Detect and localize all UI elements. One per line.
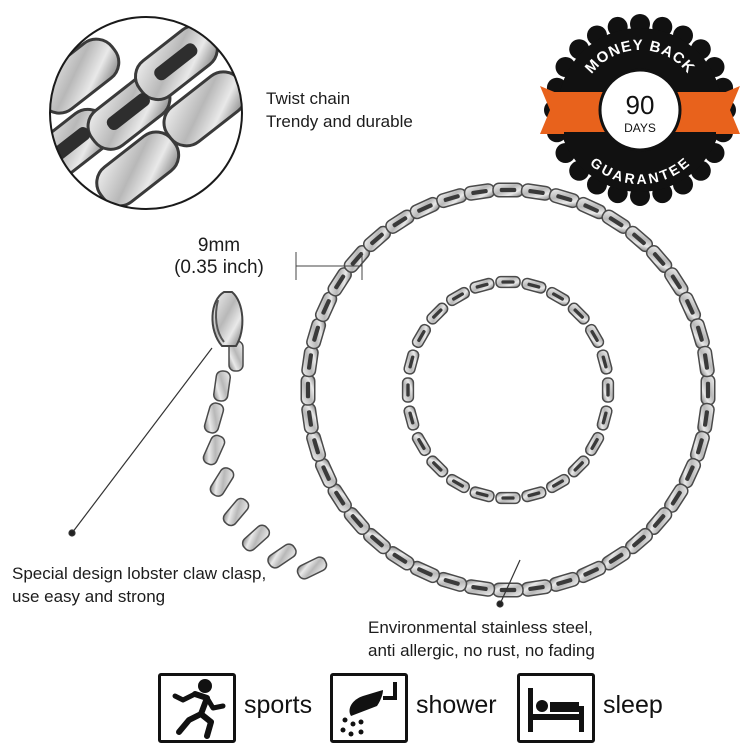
- chain-link: [596, 405, 613, 431]
- chain-link: [548, 188, 580, 209]
- chain-link: [584, 323, 605, 349]
- chain-link: [436, 188, 468, 209]
- chain-link: [409, 196, 441, 220]
- chain-link: [492, 182, 524, 198]
- chain-link: [445, 286, 471, 307]
- width-mm: 9mm: [197, 235, 241, 256]
- chain-link: [222, 497, 250, 527]
- chain-link: [567, 302, 590, 325]
- chain-link: [209, 467, 235, 497]
- width-measure: [295, 252, 363, 280]
- chain-link: [689, 430, 710, 462]
- twist-chain-title: Twist chain: [266, 89, 351, 108]
- chain-link: [403, 405, 420, 431]
- twist-chain-subtitle: Trendy and durable: [266, 112, 413, 131]
- chain-link: [300, 374, 316, 406]
- chain-link: [463, 579, 496, 597]
- chain-link: [495, 491, 521, 505]
- chain-link: [301, 402, 319, 435]
- chain-link: [301, 345, 319, 378]
- sports-icon-box: [158, 673, 236, 743]
- badge-number: 90: [626, 90, 655, 120]
- clasp-line-1: Special design lobster claw clasp,: [12, 564, 267, 583]
- chain-link: [495, 275, 521, 289]
- chain-link: [567, 455, 590, 478]
- chain-link: [548, 571, 580, 592]
- chain-link: [469, 277, 495, 294]
- badge-seal-icon: MONEY BACK GUARANTEE 90 DAYS: [540, 14, 740, 206]
- chain-link: [520, 579, 553, 597]
- chain-link: [700, 374, 716, 406]
- chain-link: [445, 473, 471, 494]
- money-back-badge: MONEY BACK GUARANTEE 90 DAYS: [540, 10, 740, 210]
- steel-line-2: anti allergic, no rust, no fading: [368, 641, 595, 660]
- chain-link: [202, 434, 226, 466]
- chain-link: [401, 377, 415, 403]
- sleep-label: sleep: [603, 691, 663, 719]
- chain-link: [596, 349, 613, 375]
- shower-label: shower: [416, 691, 497, 719]
- steel-caption: Environmental stainless steel, anti alle…: [368, 616, 595, 662]
- chain-link: [306, 318, 327, 350]
- chain-link: [267, 543, 297, 569]
- callout-lines: [68, 347, 521, 608]
- chain-link: [545, 286, 571, 307]
- badge-unit: DAYS: [624, 121, 656, 135]
- shower-icon-box: [330, 673, 408, 743]
- chain-spiral: [202, 182, 716, 598]
- lobster-clasp: [211, 291, 244, 347]
- chain-link: [545, 473, 571, 494]
- chain-link: [469, 486, 495, 503]
- twist-chain-caption: Twist chain Trendy and durable: [266, 87, 413, 133]
- chain-link: [689, 318, 710, 350]
- sleep-icon-box: [517, 673, 595, 743]
- chain-link: [697, 345, 715, 378]
- clasp-caption: Special design lobster claw clasp, use e…: [12, 562, 266, 608]
- chain-link: [203, 402, 225, 434]
- chain-link: [426, 302, 449, 325]
- chain-link: [306, 430, 327, 462]
- chain-link: [296, 556, 328, 580]
- steel-line-1: Environmental stainless steel,: [368, 618, 593, 637]
- sports-label: sports: [244, 691, 313, 719]
- chain-link: [601, 377, 615, 403]
- chain-link: [426, 455, 449, 478]
- clasp-line-2: use easy and strong: [12, 587, 166, 606]
- chain-link: [403, 349, 420, 375]
- chain-link: [521, 277, 547, 294]
- chain-link: [213, 370, 231, 402]
- chain-link: [436, 571, 468, 592]
- chain-link: [584, 431, 605, 457]
- width-inch: (0.35 inch): [174, 257, 264, 278]
- chain-link: [463, 183, 496, 201]
- chain-link: [521, 486, 547, 503]
- chain-width-caption: 9mm (0.35 inch): [160, 235, 278, 279]
- chain-link: [241, 524, 271, 552]
- shower-head-icon: [340, 682, 397, 737]
- chain-link: [411, 323, 432, 349]
- chain-link: [697, 402, 715, 435]
- bed-sleeping-icon: [528, 688, 584, 732]
- running-person-icon: [172, 679, 226, 739]
- chain-link: [411, 431, 432, 457]
